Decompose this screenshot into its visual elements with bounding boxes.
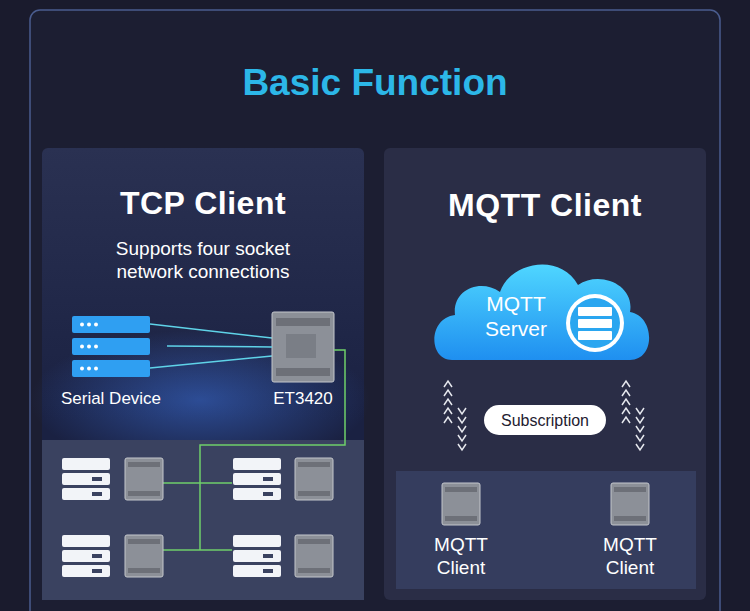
serial-connector [167,346,272,347]
chevron [458,444,466,450]
chevron [444,408,452,414]
node-label: ET3420 [264,389,342,409]
chevron [622,399,630,405]
serial-wire [150,324,272,338]
node-label: Serial Device [52,389,170,409]
chevron [636,426,644,432]
node-label: MQTT Client [585,534,675,580]
node-label: MQTT Server [470,291,562,341]
chevron [444,390,452,396]
node-label: Supports four socket network connections [83,238,323,284]
chevron [458,426,466,432]
remote-devices [62,458,333,577]
mqtt-client-device: MQTT Client [585,534,675,584]
et3420-module-icon [272,312,334,382]
chevron [444,417,452,423]
chevron [636,408,644,414]
chevron [622,390,630,396]
page-title: Basic Function [0,62,750,104]
mqtt-client-device: MQTT Client [416,534,506,584]
subscription-arrows [444,381,644,450]
tcp-client-panel: TCP ClientSupports four socket network c… [42,148,364,438]
serial-device-icon [72,316,150,377]
mqtt-server-cloud: MQTT Server [470,287,562,359]
mqtt-panel-ground [384,148,706,600]
mqtt-client-panel: MQTT ClientMQTT ServerSubscriptionMQTT C… [384,148,706,600]
subscription-pill: Subscription [484,405,606,435]
panel-heading: MQTT Client [384,186,706,224]
client-module-icons [442,483,649,525]
chevron [458,435,466,441]
chevron [636,444,644,450]
chevron [636,435,644,441]
server-icon [566,294,624,352]
chevron [444,399,452,405]
chevron [636,417,644,423]
network-wires [163,350,345,550]
chevron [444,381,452,387]
chevron [622,408,630,414]
et3420-device: ET3420 [264,310,342,412]
chevron [622,381,630,387]
chevron [622,417,630,423]
device-band [42,440,364,600]
serial-device: Serial Device [52,313,170,413]
panel-heading: TCP Client [42,184,364,222]
cloud-shape [434,264,649,360]
serial-wire [150,356,272,368]
chevron [458,408,466,414]
node-label: MQTT Client [416,534,506,580]
chevron [458,417,466,423]
node-label: Subscription [484,411,606,430]
client-band [396,471,696,589]
